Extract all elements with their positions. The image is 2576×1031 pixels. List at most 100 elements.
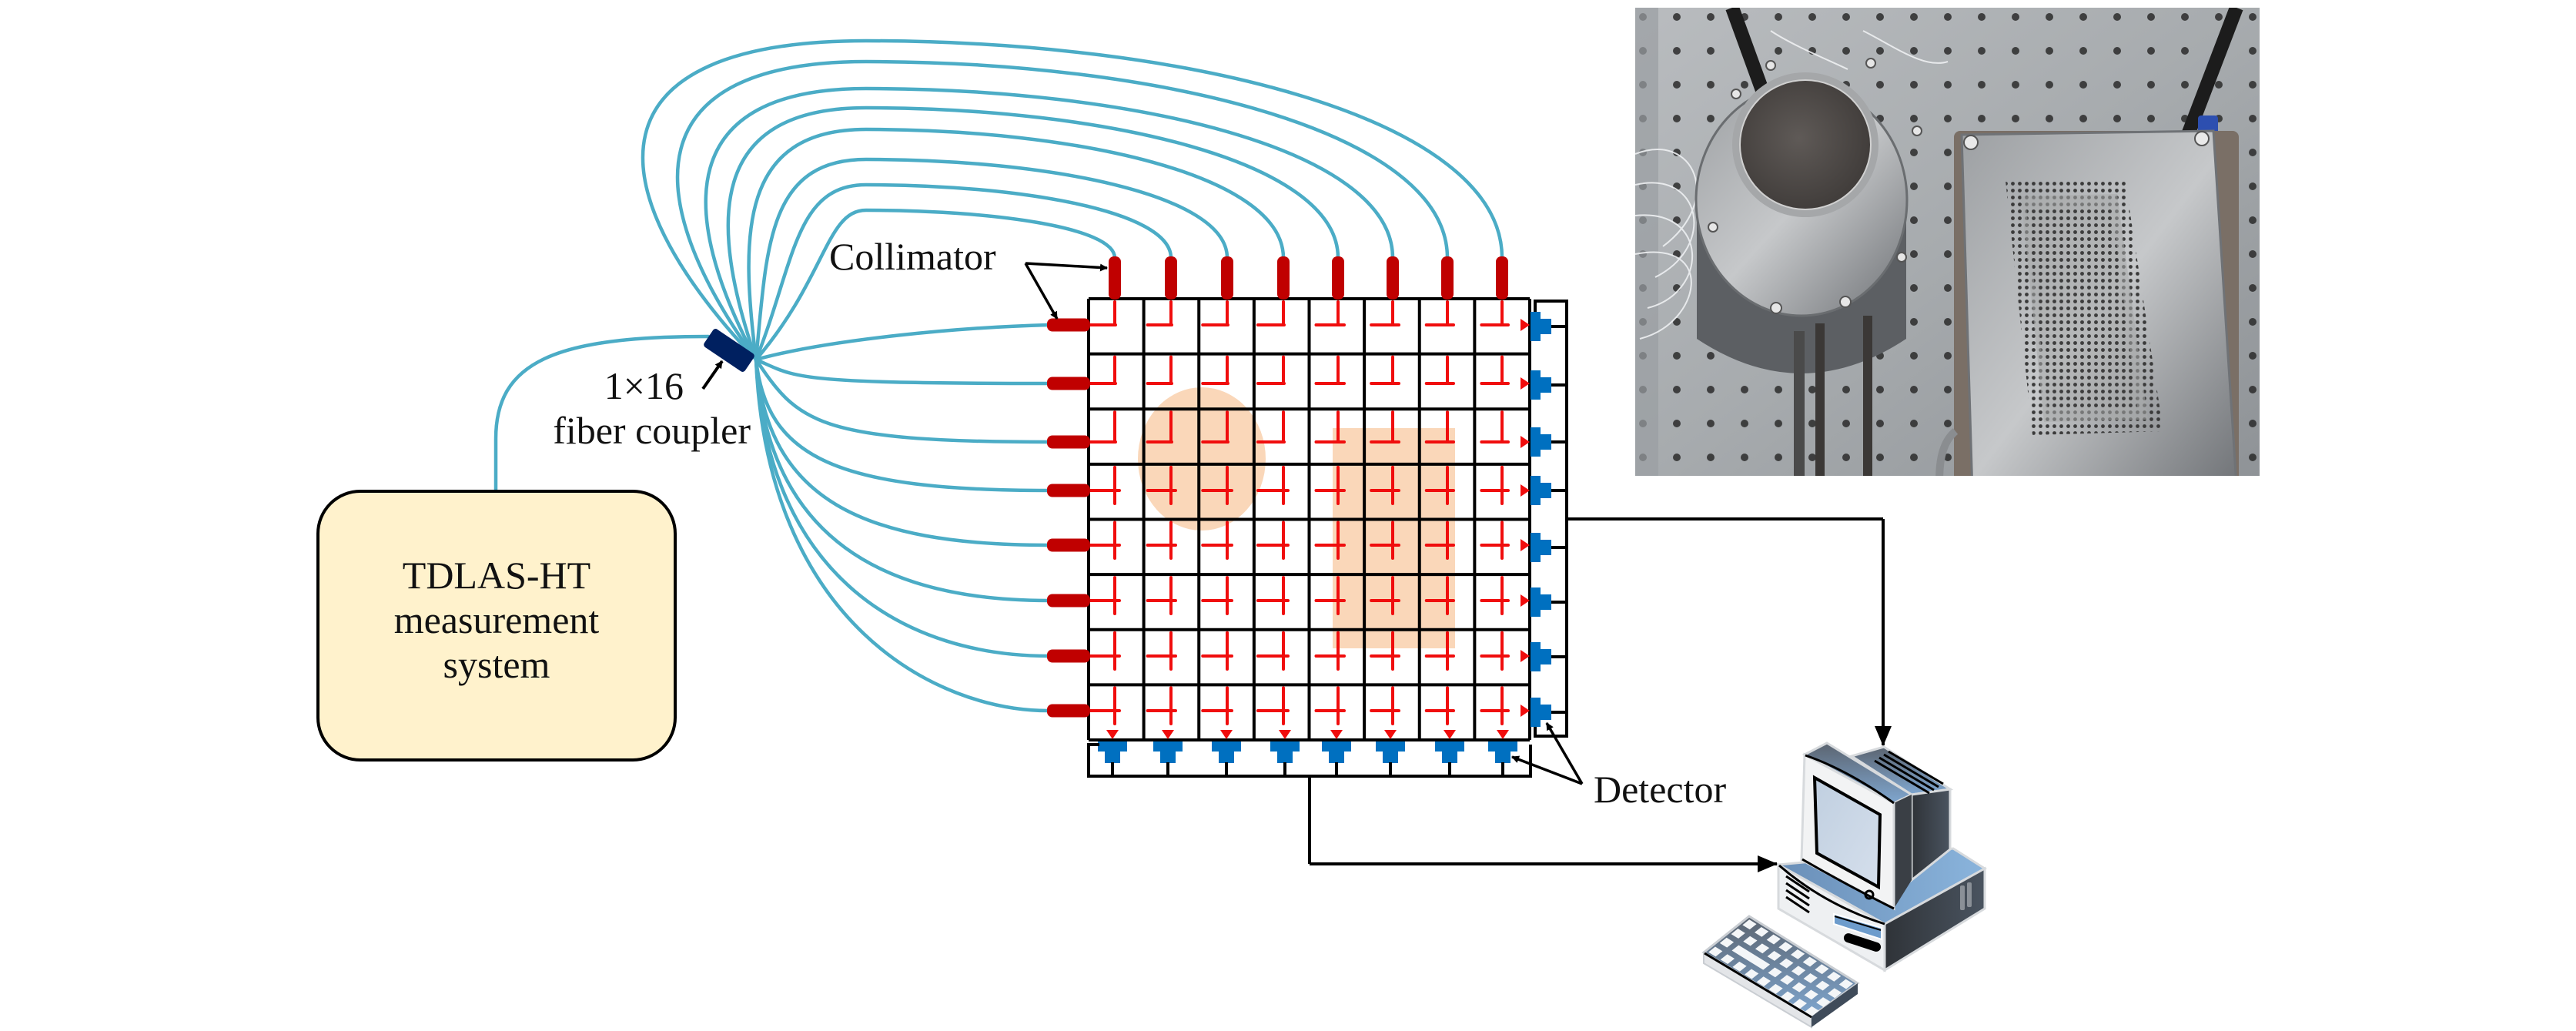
top-collimator-icon	[1277, 256, 1290, 300]
key-icon	[1838, 979, 1853, 989]
key-icon	[1781, 991, 1795, 1002]
left-collimator-icon	[1047, 538, 1090, 552]
key-icon	[1708, 946, 1723, 957]
key-icon	[1791, 966, 1806, 976]
bottom-bus-wire	[1087, 743, 1532, 778]
key-icon	[1805, 1006, 1819, 1016]
beam-arrow-right-icon	[1521, 484, 1530, 497]
key-icon	[1731, 929, 1745, 939]
key-icon	[1766, 934, 1781, 945]
vent-icon	[1785, 875, 1810, 914]
left-collimator-icon	[1047, 377, 1090, 390]
signal-wires	[1087, 300, 1883, 864]
fiber-to-left-collimator	[754, 323, 1051, 362]
key-icon	[1778, 942, 1793, 952]
right-detector-icon	[1531, 587, 1551, 617]
system-box-line3: system	[443, 643, 550, 686]
input-fiber	[493, 334, 711, 494]
collimators	[1047, 256, 1508, 718]
key-icon	[1732, 961, 1747, 972]
key-icon	[1780, 975, 1795, 985]
keyboard-icon	[1701, 915, 1860, 1029]
computer-icon	[1310, 519, 1987, 1029]
key-icon	[1792, 999, 1807, 1009]
left-collimator-icon	[1047, 484, 1090, 497]
fiber-to-left-collimator	[754, 357, 1051, 603]
key-icon	[1768, 967, 1782, 978]
fiber-to-top-collimator	[726, 105, 1340, 362]
beam-arrow-right-icon	[1521, 377, 1530, 390]
fiber-to-left-collimator	[754, 357, 1051, 386]
key-icon	[1804, 989, 1818, 1000]
bottom-detector-icon	[1153, 741, 1183, 763]
detector-arrow-right	[1545, 722, 1584, 785]
bottom-detector-icon	[1376, 741, 1405, 763]
burner-photo	[1635, 8, 2260, 476]
key-icon	[1719, 937, 1735, 948]
bottom-detector-icon	[1322, 741, 1351, 763]
beam-arrow-down-icon	[1106, 730, 1119, 739]
beam-arrow-right-icon	[1521, 594, 1530, 607]
spacebar-key-icon	[1731, 945, 1771, 970]
key-icon	[1802, 956, 1817, 967]
top-collimator-icon	[1221, 256, 1233, 300]
key-icon	[1815, 980, 1830, 991]
left-collimator-icon	[1047, 318, 1090, 332]
fiber-to-top-collimator	[754, 182, 1173, 362]
beam-arrow-down-icon	[1162, 730, 1174, 739]
right-detector-icon	[1531, 476, 1551, 505]
beam-arrow-down-icon	[1279, 730, 1291, 739]
right-detector-icon	[1531, 698, 1551, 727]
collimator-arrow-top	[1025, 262, 1108, 272]
right-detector-icon	[1531, 642, 1551, 671]
key-icon	[1803, 973, 1818, 983]
key-icon	[1791, 982, 1807, 993]
right-detector-icon	[1531, 427, 1551, 457]
system-box-line2: measurement	[394, 598, 600, 641]
detector-label: Detector	[1594, 768, 1726, 811]
monitor-screen-icon	[1812, 775, 1882, 890]
coupler-pointer-arrow	[701, 360, 724, 390]
top-collimator-icon	[1496, 256, 1508, 300]
fiber-to-top-collimator	[754, 157, 1229, 362]
key-icon	[1791, 949, 1805, 959]
key-icon	[1815, 964, 1829, 975]
top-collimator-icon	[1109, 256, 1121, 300]
right-detector-icon	[1531, 533, 1551, 562]
key-icon	[1742, 919, 1757, 930]
coupler-name-label: fiber coupler	[553, 409, 751, 452]
beam-arrow-down-icon	[1497, 730, 1509, 739]
left-collimator-icon	[1047, 704, 1090, 718]
left-collimator-icon	[1047, 435, 1090, 449]
bottom-detector-icon	[1270, 741, 1300, 763]
fiber-to-top-collimator	[675, 59, 1450, 362]
beam-arrow-right-icon	[1521, 319, 1530, 331]
system-box-frame	[316, 490, 677, 762]
detector-arrow-bottom	[1511, 755, 1583, 785]
fiber-to-top-collimator	[754, 208, 1117, 362]
bottom-detector-icon	[1435, 741, 1464, 763]
collimator-label: Collimator	[829, 235, 996, 278]
beam-arrow-down-icon	[1384, 730, 1397, 739]
beam-arrow-right-icon	[1521, 436, 1530, 448]
measurement-grid	[1087, 297, 1531, 741]
fiber-to-left-collimator	[754, 357, 1051, 493]
key-icon	[1827, 971, 1842, 982]
tdlas-ht-system-box: TDLAS-HT measurement system	[316, 490, 677, 762]
bottom-detector-icon	[1098, 741, 1127, 763]
collimator-callout: Collimator	[829, 235, 1108, 320]
fiber-to-top-collimator	[704, 86, 1395, 362]
key-icon	[1767, 951, 1781, 961]
key-icon	[1816, 997, 1831, 1007]
coupler-ratio-label: 1×16	[604, 364, 684, 407]
fiber-to-left-collimator	[754, 357, 1051, 547]
beam-arrow-right-icon	[1521, 650, 1530, 662]
top-collimator-icon	[1332, 256, 1344, 300]
beam-arrow-down-icon	[1220, 730, 1233, 739]
key-icon	[1755, 926, 1769, 937]
fiber-coupler: 1×16 fiber coupler	[553, 329, 754, 452]
key-icon	[1755, 943, 1770, 954]
key-icon	[1743, 936, 1758, 946]
key-icon	[1827, 988, 1842, 999]
key-icon	[1720, 954, 1735, 965]
